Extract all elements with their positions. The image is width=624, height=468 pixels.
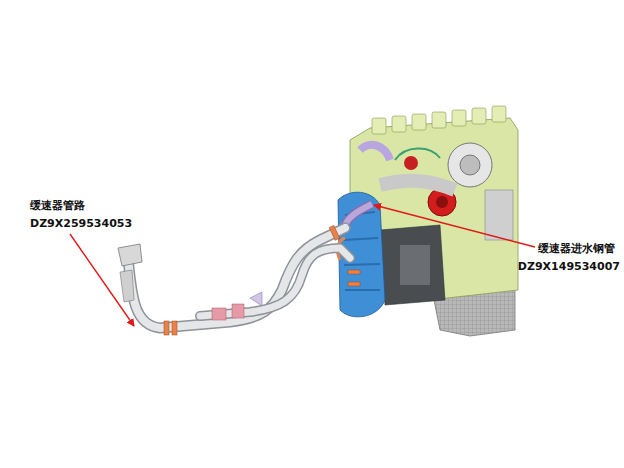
- part-number: DZ9X259534053: [30, 217, 132, 230]
- part-name: 缓速器管路: [30, 199, 85, 212]
- part-number: DZ9X149534007: [518, 260, 620, 273]
- part-name: 缓速器进水钢管: [538, 242, 615, 255]
